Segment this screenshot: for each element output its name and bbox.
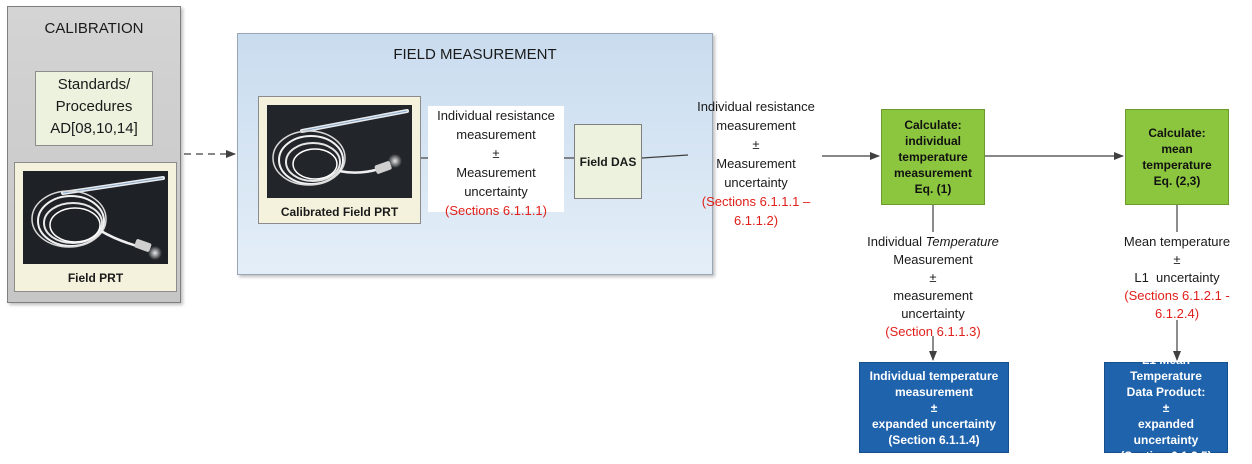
equation-reference: Eq. (2,3) [1153, 174, 1201, 188]
plus-minus-symbol: ± [752, 137, 760, 152]
calc-line: Calculate: [1148, 126, 1206, 140]
prt-probe-image [23, 171, 168, 264]
calc-line: individual [904, 134, 961, 148]
l1-mean-temperature-output-box: L1 Mean Temperature Data Product: ± expa… [1104, 353, 1228, 463]
calc-line: Calculate: [904, 118, 962, 132]
note-text: Individual [867, 234, 926, 249]
plus-minus-symbol: ± [492, 146, 500, 161]
field-measurement-title: FIELD MEASUREMENT [393, 46, 557, 63]
note-line: measurement [456, 127, 536, 142]
note-line: measurement [893, 288, 973, 303]
note-line: Individual resistance [697, 99, 815, 114]
section-reference: 6.1.2.4) [1154, 306, 1200, 321]
das-output-note: Individual resistance measurement ± Meas… [686, 97, 826, 230]
calibrated-field-prt-card: Calibrated Field PRT [258, 96, 421, 224]
calculate-individual-temperature-box: Calculate: individual temperature measur… [881, 109, 985, 205]
field-prt-label: Field PRT [67, 271, 124, 285]
section-reference: (Section 6.1.2.5) [1120, 448, 1212, 463]
output-line: Individual temperature [869, 368, 999, 383]
section-reference: (Section 6.1.1.3) [885, 324, 981, 339]
field-das-box: Field DAS [574, 124, 642, 199]
note-line: Individual Temperature [858, 233, 1008, 251]
individual-temperature-note: Individual Temperature Measurement ± mea… [858, 233, 1008, 341]
mean-temperature-note: Mean temperature ± L1 uncertainty (Secti… [1102, 233, 1252, 323]
note-line: uncertainty [464, 184, 528, 199]
calibration-title: CALIBRATION [44, 20, 144, 37]
prt-probe-image [267, 105, 412, 198]
output-line: expanded uncertainty [871, 416, 997, 431]
plus-minus-symbol: ± [1173, 252, 1181, 267]
section-reference: 6.1.1.2) [733, 213, 779, 228]
note-line: uncertainty [901, 306, 965, 321]
output-line: measurement [894, 384, 974, 399]
field-prt-card: Field PRT [14, 162, 177, 292]
note-line: Individual resistance [437, 108, 555, 123]
plus-minus-symbol: ± [929, 270, 937, 285]
standards-procedures-box: Standards/ Procedures AD[08,10,14] [35, 71, 153, 146]
section-reference: (Sections 6.1.1.1 – [701, 194, 811, 209]
calculate-mean-temperature-box: Calculate: mean temperature Eq. (2,3) [1125, 109, 1229, 205]
section-reference: (Sections 6.1.1.1) [445, 203, 547, 218]
section-reference: (Section 6.1.1.4) [888, 432, 980, 447]
calc-line: temperature [1142, 158, 1212, 172]
individual-temperature-output-box: Individual temperature measurement ± exp… [859, 362, 1009, 453]
calibrated-prt-photo [267, 105, 412, 198]
procedures-line: Procedures [55, 98, 133, 115]
output-line: Data Product: [1126, 384, 1206, 399]
calc-line: temperature [898, 150, 968, 164]
field-das-label: Field DAS [579, 154, 637, 169]
field-prt-photo [23, 171, 168, 264]
equation-reference: Eq. (1) [914, 182, 952, 196]
calc-line: mean [1161, 142, 1193, 156]
note-line: uncertainty [724, 175, 788, 190]
calc-line: measurement [893, 166, 973, 180]
note-line: Measurement [716, 156, 796, 171]
note-line: Mean temperature [1123, 234, 1231, 249]
note-italic-text: Temperature [925, 234, 999, 249]
plus-minus-symbol: ± [1162, 400, 1170, 415]
note-line: Measurement [456, 165, 536, 180]
section-reference: (Sections 6.1.2.1 - [1124, 288, 1230, 303]
standards-line: Standards/ [57, 76, 131, 93]
plus-minus-symbol: ± [930, 400, 938, 415]
output-line: expanded uncertainty [1133, 416, 1199, 447]
calibrated-field-prt-label: Calibrated Field PRT [280, 205, 399, 219]
output-line: L1 Mean Temperature [1130, 352, 1202, 383]
ad-reference-line: AD[08,10,14] [50, 120, 138, 137]
note-line: L1 uncertainty [1134, 270, 1220, 285]
note-line: measurement [716, 118, 796, 133]
resistance-measurement-note: Individual resistance measurement ± Meas… [428, 106, 564, 218]
note-line: Measurement [893, 252, 973, 267]
